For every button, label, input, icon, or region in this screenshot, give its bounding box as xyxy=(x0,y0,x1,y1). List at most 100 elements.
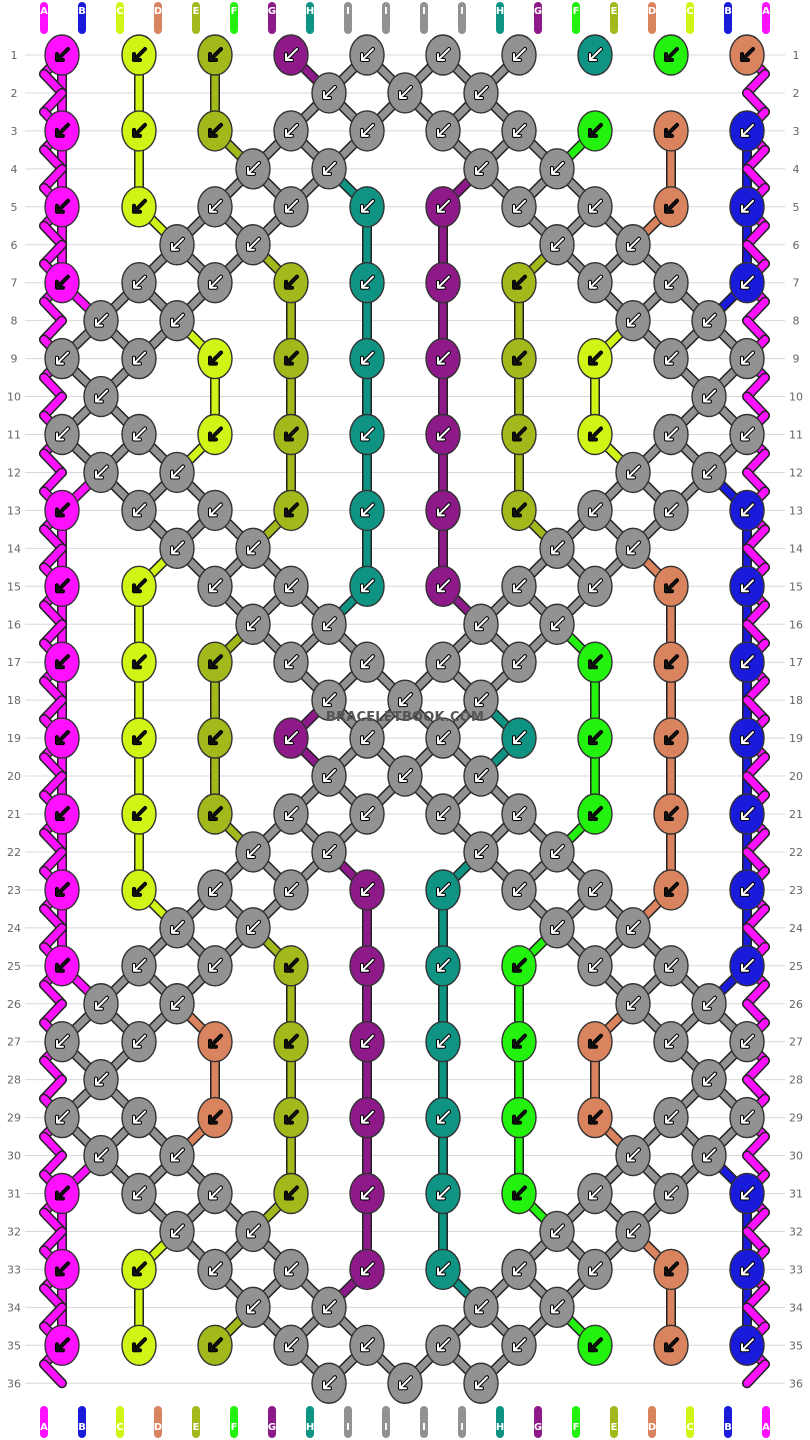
string-label-bottom: I xyxy=(460,1422,464,1433)
knot-gray xyxy=(615,451,651,494)
knot-e xyxy=(197,641,233,683)
knot-g xyxy=(349,1096,385,1139)
row-label-left: 4 xyxy=(11,163,18,176)
row-label-left: 27 xyxy=(7,1036,21,1049)
row-label-right: 21 xyxy=(789,808,803,821)
knot-gray xyxy=(729,413,765,456)
knot-a xyxy=(44,565,80,607)
string-label-top: H xyxy=(496,6,504,17)
knot-c xyxy=(121,793,157,835)
knot-gray xyxy=(121,1096,157,1139)
row-label-left: 20 xyxy=(7,770,21,783)
row-label-right: 9 xyxy=(793,353,800,366)
row-label-right: 16 xyxy=(789,618,803,631)
knot-a xyxy=(44,717,80,759)
knot-gray xyxy=(159,907,195,949)
string-label-bottom: G xyxy=(268,1422,276,1433)
row-label-right: 28 xyxy=(789,1074,803,1087)
knot-e xyxy=(501,413,537,456)
string-label-bottom: E xyxy=(611,1422,618,1433)
row-label-right: 33 xyxy=(789,1263,803,1276)
knot-gray xyxy=(44,337,80,380)
thread-segment xyxy=(743,1360,769,1387)
row-label-left: 12 xyxy=(7,466,21,479)
knot-gray xyxy=(159,983,195,1025)
knot-gray xyxy=(273,793,309,835)
string-label-top: E xyxy=(193,6,200,17)
string-label-top: I xyxy=(384,6,388,17)
string-label-bottom: I xyxy=(422,1422,426,1433)
knot-gray xyxy=(273,186,309,228)
knot-gray xyxy=(349,34,385,76)
knot-gray xyxy=(577,1248,613,1291)
knot-b xyxy=(729,1172,765,1215)
knot-d xyxy=(197,1020,233,1063)
string-label-bottom: I xyxy=(346,1422,350,1433)
knot-a xyxy=(44,186,80,228)
knot-a xyxy=(44,945,80,987)
knot-gray xyxy=(311,603,347,645)
knot-gray xyxy=(235,831,271,873)
knot-b xyxy=(729,869,765,911)
knot-e xyxy=(273,1096,309,1139)
knot-b xyxy=(729,793,765,835)
knot-d xyxy=(577,1096,613,1139)
knot-h xyxy=(349,337,385,380)
row-label-left: 24 xyxy=(7,922,21,935)
knot-b xyxy=(729,641,765,683)
knot-gray xyxy=(539,603,575,645)
string-label-top: B xyxy=(724,6,732,17)
knot-gray xyxy=(463,148,499,190)
string-label-top: B xyxy=(78,6,86,17)
knot-gray xyxy=(539,527,575,570)
knot-h xyxy=(425,1172,461,1215)
knot-b xyxy=(729,489,765,532)
knot-a xyxy=(44,110,80,152)
row-label-right: 35 xyxy=(789,1339,803,1352)
knot-h xyxy=(425,945,461,987)
knot-d xyxy=(653,1324,689,1367)
knot-gray xyxy=(235,907,271,949)
knot-gray xyxy=(159,527,195,570)
row-label-left: 8 xyxy=(11,315,18,328)
string-label-bottom: A xyxy=(762,1422,770,1433)
knot-gray xyxy=(425,1324,461,1367)
knot-e xyxy=(273,1020,309,1063)
knot-gray xyxy=(235,224,271,266)
knot-e xyxy=(273,337,309,380)
knot-a xyxy=(44,1172,80,1215)
knot-gray xyxy=(539,1210,575,1253)
row-label-right: 36 xyxy=(789,1377,803,1390)
knot-gray xyxy=(311,1286,347,1329)
knot-c xyxy=(121,717,157,759)
string-label-top: C xyxy=(686,6,693,17)
string-label-bottom: H xyxy=(306,1422,314,1433)
knot-gray xyxy=(501,565,537,607)
knot-gray xyxy=(463,72,499,114)
string-label-bottom: G xyxy=(534,1422,542,1433)
knot-gray xyxy=(387,679,423,721)
knot-f xyxy=(577,717,613,759)
row-label-left: 10 xyxy=(7,391,21,404)
knot-gray xyxy=(501,793,537,835)
row-label-right: 29 xyxy=(789,1112,803,1125)
knot-gray xyxy=(539,1286,575,1329)
knot-b xyxy=(729,565,765,607)
string-label-bottom: E xyxy=(193,1422,200,1433)
knot-gray xyxy=(615,983,651,1025)
knot-gray xyxy=(159,299,195,342)
knot-g xyxy=(349,1172,385,1215)
string-label-bottom: D xyxy=(648,1422,656,1433)
row-label-right: 30 xyxy=(789,1150,803,1163)
row-label-left: 14 xyxy=(7,542,21,555)
row-label-left: 18 xyxy=(7,694,21,707)
knot-gray xyxy=(577,945,613,987)
string-label-bottom: F xyxy=(231,1422,238,1433)
string-label-bottom: C xyxy=(686,1422,693,1433)
knot-gray xyxy=(349,110,385,152)
string-label-bottom: D xyxy=(154,1422,162,1433)
row-label-right: 12 xyxy=(789,466,803,479)
site-watermark: BRACELETBOOK.COM xyxy=(325,710,485,725)
knot-g xyxy=(425,337,461,380)
